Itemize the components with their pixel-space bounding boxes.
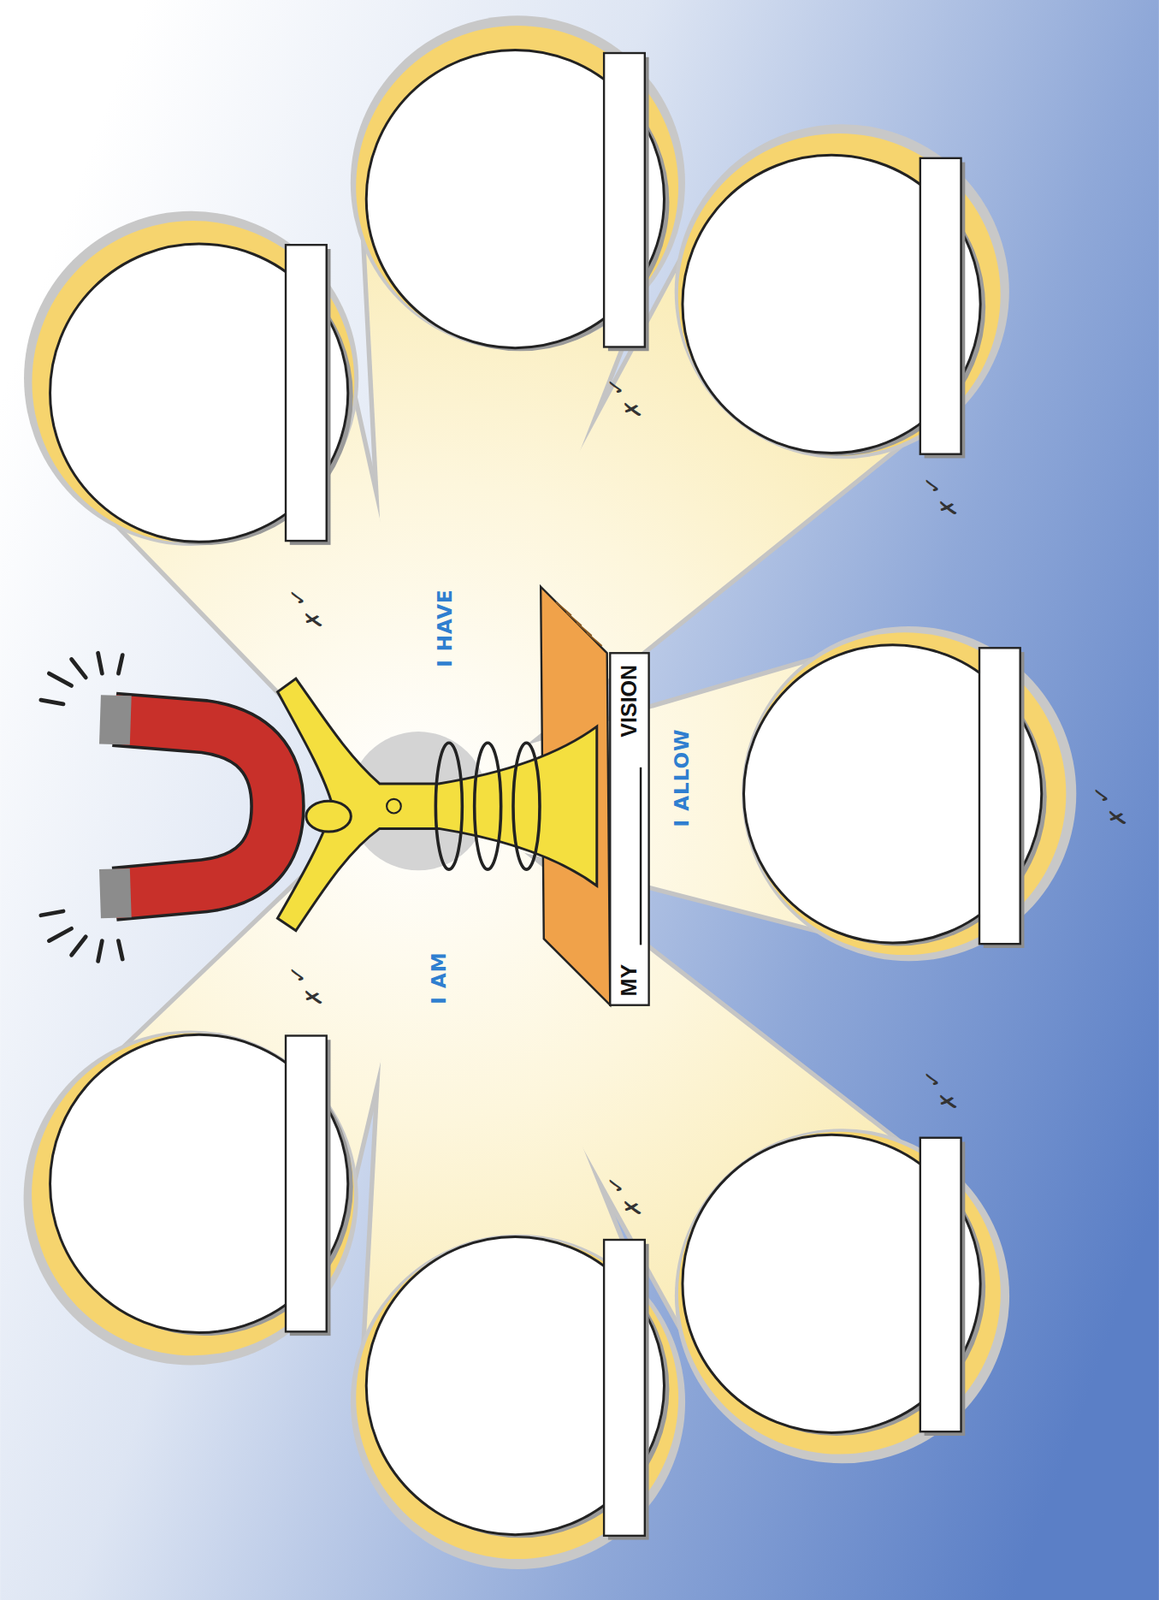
magnet-outline [114, 719, 278, 894]
figure-body [277, 678, 597, 931]
figure-head [306, 800, 351, 832]
check-mark: ✓ [603, 1175, 629, 1195]
halo-rim [350, 15, 686, 350]
blank-label-bar [285, 244, 327, 541]
cross-mark: ✗ [620, 1197, 646, 1217]
halo-rim [350, 1234, 686, 1569]
yellow-halo [355, 1235, 679, 1559]
board-text: VISION [616, 664, 642, 738]
board-face [609, 652, 649, 1005]
board-grain [555, 602, 603, 646]
halo-rim [741, 626, 1077, 961]
magnet [114, 719, 278, 894]
cross-mark: ✗ [301, 987, 327, 1006]
beam-label: I AM [427, 951, 450, 1004]
cross-mark: ✗ [935, 1091, 962, 1111]
blank-label-bar [603, 53, 645, 347]
check-mark: ✓ [603, 377, 629, 397]
cross-mark: ✗ [1105, 808, 1131, 828]
magnet-pole [100, 892, 131, 894]
vision-circles [23, 15, 1077, 1569]
halo-rim [674, 1128, 1010, 1463]
halo-rim [23, 211, 359, 546]
blank-label-bar [920, 1137, 962, 1432]
cross-mark: ✗ [620, 399, 646, 419]
spiral-rings [435, 742, 540, 870]
check-mark: ✓ [919, 1069, 946, 1089]
blank-circle [682, 1134, 981, 1432]
blank-circle [50, 243, 349, 542]
blank-label-bar [920, 158, 962, 455]
yellow-halo [744, 632, 1067, 955]
blank-label-bar [979, 647, 1021, 944]
halo-rim [674, 124, 1010, 459]
bulb-symbol [386, 798, 402, 814]
blank-line [639, 767, 642, 946]
board-text: MY [616, 963, 642, 997]
blank-circle [366, 49, 664, 348]
yellow-halo [678, 133, 1001, 456]
check-mark: ✓ [284, 964, 311, 984]
blank-label-bar [285, 1034, 327, 1331]
magnet-pole [100, 719, 131, 721]
halo-rim [23, 1029, 359, 1365]
beam-label: I ALLOW [670, 728, 693, 828]
beam-label: I HAVE [433, 588, 456, 668]
magnet-figure [41, 586, 650, 1006]
yellow-halo [355, 25, 679, 349]
cross-mark: ✗ [935, 497, 962, 517]
vision-board: MY VISION [609, 652, 649, 1006]
check-mark: ✓ [919, 475, 946, 495]
motion-lines [41, 652, 123, 961]
yellow-halo [31, 1032, 355, 1355]
cross-mark: ✗ [301, 609, 327, 629]
yellow-halo [678, 1131, 1001, 1455]
yellow-halo [31, 220, 355, 544]
blank-circle [50, 1034, 349, 1332]
check-mark: ✓ [284, 587, 311, 607]
blank-label-bar [603, 1239, 645, 1536]
check-mark: ✓ [1088, 785, 1115, 805]
